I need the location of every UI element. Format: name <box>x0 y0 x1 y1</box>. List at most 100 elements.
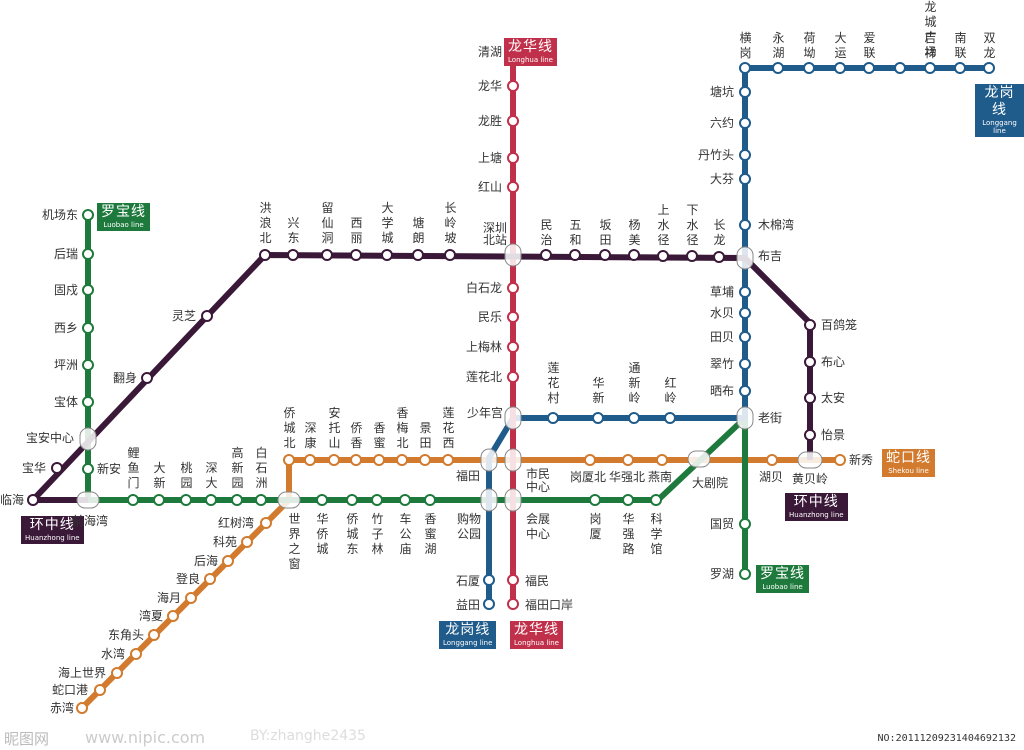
station-label[interactable]: 洪浪北 <box>259 201 272 245</box>
station-label[interactable]: 坪洲 <box>54 358 79 372</box>
station-label[interactable]: 石厦 <box>456 574 481 588</box>
station-label[interactable]: 横岗 <box>739 31 752 60</box>
station-label[interactable]: 爱联 <box>863 31 876 60</box>
station-label[interactable]: 老街 <box>758 411 783 425</box>
station-label[interactable]: 后海 <box>194 554 219 568</box>
station-label[interactable]: 华强北 <box>609 470 646 484</box>
station-label[interactable]: 长龙 <box>713 218 726 247</box>
station-label[interactable]: 草埔 <box>710 285 735 299</box>
station-label[interactable]: 新秀 <box>849 453 874 467</box>
station-label[interactable]: 红岭 <box>664 376 677 405</box>
station-label[interactable]: 上水径 <box>657 203 670 247</box>
station-label[interactable]: 永湖 <box>772 31 785 60</box>
station-label[interactable]: 科苑 <box>213 535 238 549</box>
station-label[interactable]: 西乡 <box>54 321 79 335</box>
station-label[interactable]: 华新 <box>592 376 605 405</box>
station-label[interactable]: 晒布 <box>710 384 735 398</box>
station-label[interactable]: 竹子林 <box>371 512 384 556</box>
station-label[interactable]: 荷坳 <box>803 31 816 60</box>
station-label[interactable]: 侨香 <box>350 421 363 450</box>
station-label[interactable]: 岗厦北 <box>570 470 607 484</box>
station-label[interactable]: 吉祥 <box>924 31 937 60</box>
station-label[interactable]: 水湾 <box>101 647 126 661</box>
station-label[interactable]: 国贸 <box>710 517 735 531</box>
station-label[interactable]: 红山 <box>478 180 503 194</box>
station-label[interactable]: 布心 <box>821 355 846 369</box>
station-label[interactable]: 黄贝岭 <box>792 472 829 486</box>
station-label[interactable]: 燕南 <box>648 470 673 484</box>
station-label[interactable]: 侨城东 <box>346 512 359 556</box>
station-label[interactable]: 高新园 <box>231 446 244 490</box>
station-label[interactable]: 益田 <box>456 598 481 612</box>
station-label[interactable]: 登良 <box>176 572 201 586</box>
station-label[interactable]: 太安 <box>821 391 846 405</box>
station-label[interactable]: 上梅林 <box>466 340 503 354</box>
station-label[interactable]: 华强路 <box>622 512 635 556</box>
station-label[interactable]: 长岭坡 <box>444 201 457 245</box>
station-label[interactable]: 白石龙 <box>466 281 503 295</box>
station-label[interactable]: 大新 <box>153 461 166 490</box>
station-label[interactable]: 东角头 <box>108 628 145 642</box>
station-label[interactable]: 前海湾 <box>72 514 109 528</box>
station-label[interactable]: 西丽 <box>350 216 363 245</box>
station-label[interactable]: 赤湾 <box>50 701 75 715</box>
station-label[interactable]: 香蜜 <box>373 421 386 450</box>
station-label[interactable]: 购物公园 <box>456 512 481 541</box>
station-label[interactable]: 蛇口港 <box>52 683 89 697</box>
station-label[interactable]: 深康 <box>304 421 317 450</box>
station-label[interactable]: 固戍 <box>54 283 79 297</box>
station-label[interactable]: 怡景 <box>821 428 846 442</box>
station-label[interactable]: 深大 <box>205 461 218 490</box>
station-label[interactable]: 大学城 <box>381 201 394 245</box>
station-label[interactable]: 百鸽笼 <box>821 318 858 332</box>
station-label[interactable]: 景田 <box>419 421 432 450</box>
station-label[interactable]: 后瑞 <box>54 247 79 261</box>
station-label[interactable]: 兴东 <box>287 216 300 245</box>
station-label[interactable]: 科学馆 <box>650 512 663 556</box>
station-label[interactable]: 福田口岸 <box>525 598 574 612</box>
station-label[interactable]: 大运 <box>834 31 847 60</box>
station-label[interactable]: 鲤鱼门 <box>127 446 140 490</box>
station-label[interactable]: 安托山 <box>328 406 341 450</box>
station-label[interactable]: 坂田 <box>599 218 612 247</box>
station-label[interactable]: 海月 <box>157 591 182 605</box>
station-label[interactable]: 市民中心 <box>525 467 550 494</box>
station-label[interactable]: 临海 <box>0 493 25 507</box>
station-label[interactable]: 宝安中心 <box>26 431 75 445</box>
station-label[interactable]: 白石洲 <box>255 446 268 490</box>
station-label[interactable]: 大芬 <box>710 172 735 186</box>
station-label[interactable]: 少年宫 <box>467 406 504 420</box>
station-label[interactable]: 塘坑 <box>710 85 735 99</box>
station-label[interactable]: 水贝 <box>710 306 735 320</box>
station-label[interactable]: 世界之窗 <box>288 512 301 571</box>
station-label[interactable]: 丹竹头 <box>698 148 735 162</box>
station-label[interactable]: 翻身 <box>113 371 138 385</box>
station-label[interactable]: 上塘 <box>478 151 503 165</box>
station-label[interactable]: 桃园 <box>180 461 193 490</box>
station-label[interactable]: 海上世界 <box>58 666 107 680</box>
station-label[interactable]: 下水径 <box>686 203 699 247</box>
station-label[interactable]: 杨美 <box>628 218 641 247</box>
station-label[interactable]: 五和 <box>569 218 582 247</box>
station-label[interactable]: 龙华 <box>478 79 503 93</box>
station-label[interactable]: 六约 <box>710 116 735 130</box>
station-label[interactable]: 车公庙 <box>399 512 412 556</box>
station-label[interactable]: 田贝 <box>710 330 735 344</box>
station-label[interactable]: 会展中心 <box>525 512 550 541</box>
station-label[interactable]: 侨城北 <box>283 406 296 450</box>
station-label[interactable]: 龙城广场 <box>924 0 937 59</box>
station-label[interactable]: 布吉 <box>758 249 783 263</box>
station-label[interactable]: 大剧院 <box>692 476 729 490</box>
station-label[interactable]: 新安 <box>97 462 122 476</box>
station-label[interactable]: 通新岭 <box>628 361 641 405</box>
station-label[interactable]: 留仙洞 <box>321 201 334 245</box>
station-label[interactable]: 莲花村 <box>547 361 560 405</box>
station-label[interactable]: 香蜜湖 <box>424 512 437 556</box>
station-label[interactable]: 华侨城 <box>316 512 329 556</box>
station-label[interactable]: 香梅北 <box>396 406 409 450</box>
station-label[interactable]: 莲花北 <box>466 370 503 384</box>
station-label[interactable]: 福民 <box>525 574 550 588</box>
station-label[interactable]: 岗厦 <box>589 512 602 541</box>
station-label[interactable]: 灵芝 <box>172 309 197 323</box>
station-label[interactable]: 莲花西 <box>442 406 455 450</box>
